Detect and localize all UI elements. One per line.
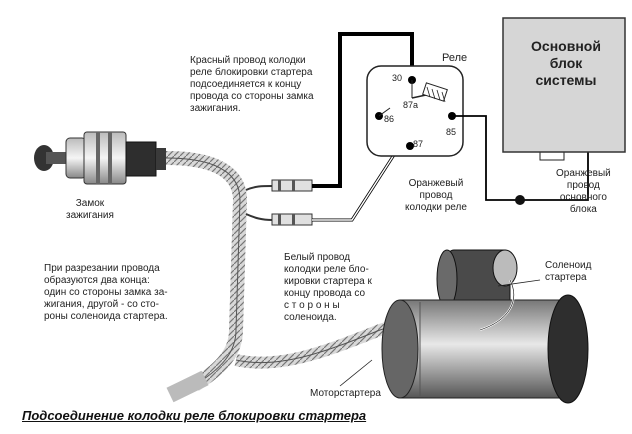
ignition-lock-icon [34,131,166,185]
red-wire-note: Красный провод колодки реле блокировки с… [190,55,314,114]
relay-pin-87: 87 [413,139,424,149]
main-unit-box [502,17,626,153]
relay-icon [366,65,464,157]
starter-motor-icon [381,249,589,404]
motor-harness-label: Моторстартера [310,388,381,399]
orange-wire-main-label: Оранжевый провод основного блока [556,168,611,215]
main-harness [165,151,248,391]
red-wire [312,32,414,188]
solenoid-label: Соленоид стартера [545,260,592,283]
relay-pin-85: 85 [446,127,457,137]
white-wire-note: Белый провод колодки реле бло- кировки с… [284,252,372,323]
relay-pin-87a: 87a [403,100,419,110]
relay-pin-30: 30 [392,73,403,83]
relay-pin-86: 86 [384,114,395,124]
relay-title: Реле [442,52,468,64]
cut-note: При разрезании провода образуются два ко… [44,263,168,322]
main-unit-label: Основной блок системы [531,38,601,88]
ignition-lock-label: Замок зажигания [66,198,114,221]
wire-connectors [245,179,313,226]
diagram-caption: Подсоединение колодки реле блокировки ст… [22,408,367,423]
orange-wire-relay-label: Оранжевый провод колодки реле [405,178,467,213]
